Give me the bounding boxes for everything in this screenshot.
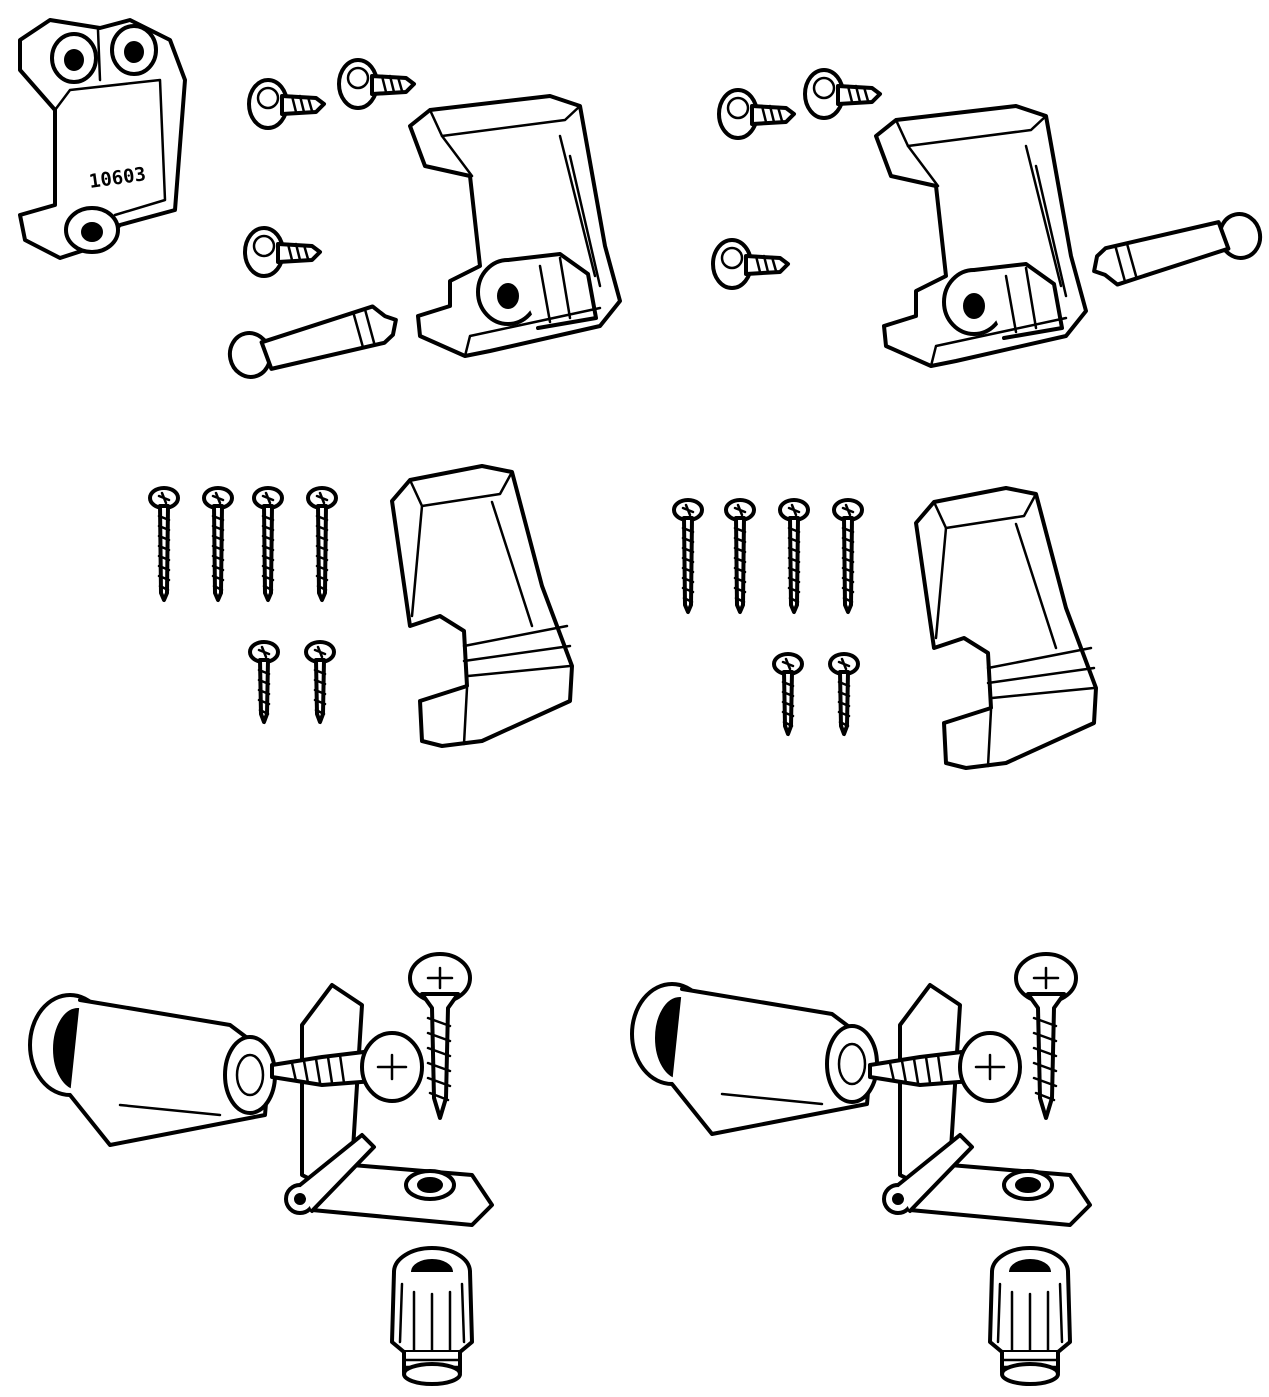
cover-set-middle-left [148, 464, 574, 748]
angle-hinge [270, 983, 494, 1227]
hinge-assembly-top-right [711, 68, 1267, 368]
end-cover [390, 464, 574, 748]
bushing [630, 982, 879, 1136]
wood-screw [772, 652, 804, 736]
angle-hinge [868, 983, 1092, 1227]
hinge-kit-bottom-left [28, 952, 494, 1386]
self-tapping-screw [717, 88, 796, 140]
self-tapping-screw [243, 226, 322, 278]
self-tapping-screw [711, 238, 790, 290]
hinge-assembly-top-left: 10603 [18, 18, 622, 383]
threaded-plug [988, 1246, 1072, 1386]
wood-screw [724, 498, 756, 614]
wood-screw [248, 640, 280, 724]
self-tapping-screw [337, 58, 416, 110]
countersunk-screw [408, 952, 472, 1120]
wood-screw [832, 498, 864, 614]
wood-screw [252, 486, 284, 602]
hinge-pin [223, 300, 404, 383]
wood-screw [202, 486, 234, 602]
threaded-plug [390, 1246, 474, 1386]
hinge-pin [1086, 208, 1267, 291]
end-cover [914, 486, 1098, 770]
mounting-bracket: 10603 [18, 18, 187, 260]
hinge-cover [874, 104, 1088, 368]
hinge-cover [408, 94, 622, 358]
countersunk-screw [1014, 952, 1078, 1120]
self-tapping-screw [247, 78, 326, 130]
wood-screw [778, 498, 810, 614]
self-tapping-screw [803, 68, 882, 120]
wood-screw [304, 640, 336, 724]
wood-screw [306, 486, 338, 602]
wood-screw [672, 498, 704, 614]
hinge-kit-bottom-right [630, 952, 1092, 1386]
wood-screw [148, 486, 180, 602]
bushing [28, 993, 277, 1147]
cover-set-middle-right [672, 486, 1098, 770]
wood-screw [828, 652, 860, 736]
